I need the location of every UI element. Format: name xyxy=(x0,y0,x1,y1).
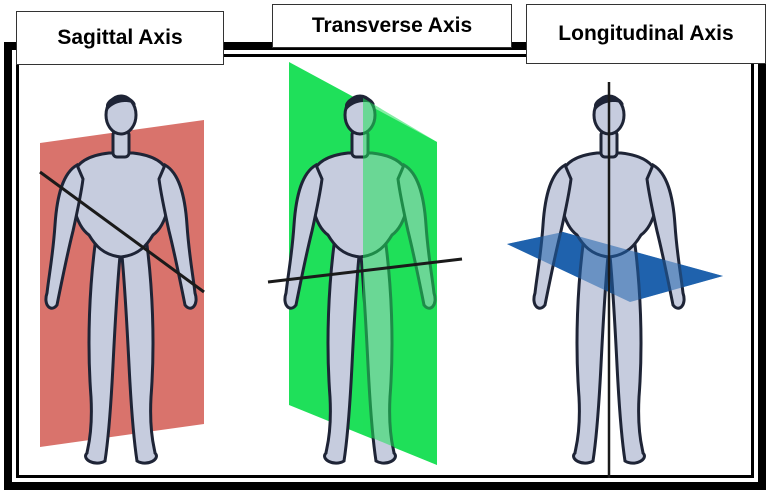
sagittal-axis-label-text: Sagittal Axis xyxy=(57,26,182,50)
transverse-plane-overlay xyxy=(363,98,437,465)
longitudinal-axis-label-text: Longitudinal Axis xyxy=(558,22,733,46)
longitudinal-figure xyxy=(507,82,723,478)
transverse-figure xyxy=(268,62,462,465)
sagittal-figure xyxy=(40,96,204,463)
transverse-axis-label-text: Transverse Axis xyxy=(312,14,472,38)
sagittal-axis-label: Sagittal Axis xyxy=(16,11,224,65)
longitudinal-axis-label: Longitudinal Axis xyxy=(526,4,766,64)
transverse-axis-label: Transverse Axis xyxy=(272,4,512,48)
